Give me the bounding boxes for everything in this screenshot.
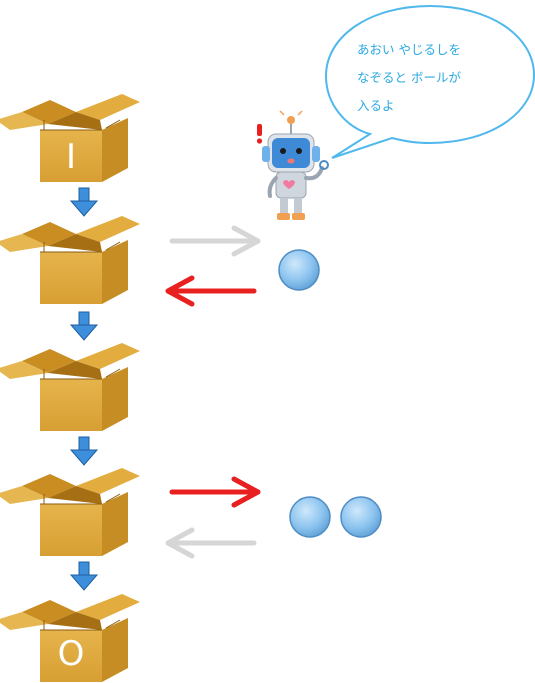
speech-line-2: なぞると ボールが (357, 70, 461, 85)
speech-bubble (324, 4, 535, 159)
exclamation-icon (256, 124, 263, 144)
arrow-left-red-1[interactable] (165, 275, 257, 307)
box-label-input: I (65, 137, 77, 177)
arrow-right-gray-1[interactable] (169, 225, 261, 257)
arrow-right-red-2[interactable] (169, 476, 261, 508)
box-2 (0, 215, 141, 305)
box-label-output: O (57, 634, 85, 674)
box-3 (0, 342, 141, 432)
ball-icon (340, 496, 382, 538)
robot-icon (256, 110, 329, 220)
box-4 (0, 467, 141, 557)
down-arrow-2 (70, 311, 98, 341)
ball-icon (278, 249, 320, 291)
speech-line-1: あおい やじるしを (357, 42, 461, 57)
ball-icon (289, 496, 331, 538)
speech-bubble-text: あおい やじるしを なぞると ボールが 入るよ (357, 36, 517, 120)
arrow-left-gray-2[interactable] (165, 527, 257, 559)
down-arrow-1 (70, 187, 98, 217)
down-arrow-4 (70, 561, 98, 591)
speech-line-3: 入るよ (357, 98, 395, 113)
down-arrow-3 (70, 436, 98, 466)
